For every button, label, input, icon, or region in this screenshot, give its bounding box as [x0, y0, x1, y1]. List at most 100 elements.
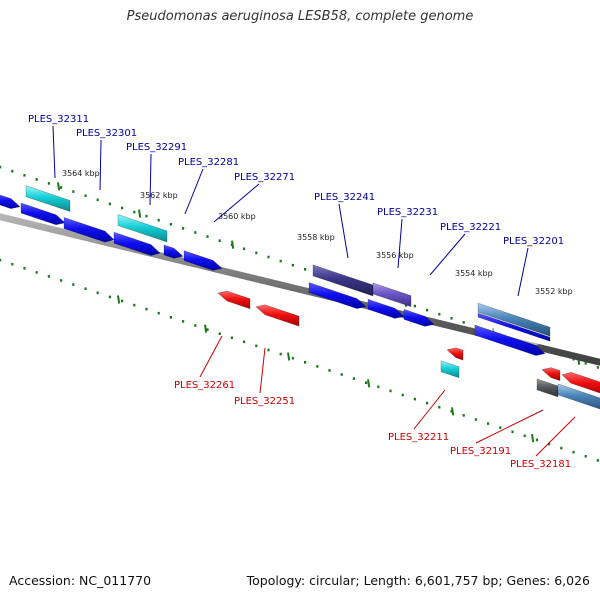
tick-label-3554: 3554 kbp — [455, 269, 493, 278]
forward-gene-5-bevel — [184, 248, 218, 261]
outer-minor-tick — [267, 255, 270, 259]
outer-minor-tick — [291, 263, 294, 267]
forward-gene-1 — [20, 202, 66, 226]
reverse-gene-label: PLES_32181 — [510, 459, 571, 470]
reverse-leader-line — [413, 389, 446, 430]
inner-major-tick — [367, 379, 371, 388]
forward-gene-label: PLES_32281 — [178, 157, 239, 168]
forward-leader-line — [429, 233, 466, 276]
inner-minor-tick — [121, 299, 124, 303]
inner-minor-tick — [304, 361, 307, 364]
forward-leader-line — [213, 183, 260, 223]
inner-major-tick — [204, 324, 208, 333]
reverse-leader-line — [259, 347, 266, 394]
forward-gene-0 — [0, 194, 21, 209]
reverse-gene-32261-bevel — [227, 288, 255, 299]
reverse-leader-line — [475, 409, 544, 444]
inner-minor-tick — [438, 405, 441, 409]
inner-minor-tick — [84, 287, 87, 290]
reverse-gene-32251-bevel — [265, 302, 304, 317]
reverse-gene-label: PLES_32211 — [388, 432, 449, 443]
inner-major-tick — [451, 407, 455, 416]
outer-minor-tick — [426, 308, 429, 312]
reverse-gene-label: PLES_32261 — [174, 380, 235, 391]
inner-minor-tick — [401, 393, 404, 397]
forward-gene-7-bevel — [368, 296, 400, 309]
forward-gene-label: PLES_32301 — [76, 128, 137, 139]
outer-minor-tick — [96, 198, 99, 202]
outer-minor-tick — [279, 259, 282, 263]
inner-minor-tick — [487, 422, 490, 425]
genome-summary-text: Topology: circular; Length: 6,601,757 bp… — [246, 573, 590, 588]
outer-minor-tick — [60, 186, 63, 189]
gray-gene-32191 — [536, 378, 559, 398]
forward-gene-label: PLES_32271 — [234, 172, 295, 183]
forward-leader-line — [184, 168, 204, 215]
gene-label-layer: PLES_32311PLES_32301PLES_32291PLES_32281… — [28, 114, 576, 470]
inner-minor-tick — [279, 352, 282, 356]
forward-gene-4-bevel — [164, 242, 179, 249]
inner-minor-tick — [340, 373, 343, 376]
outer-minor-tick — [206, 235, 209, 238]
reverse-gene-32251 — [255, 304, 300, 327]
inner-major-tick — [117, 295, 121, 304]
steel-gene-32201 — [477, 302, 551, 337]
outer-minor-tick — [596, 366, 599, 369]
forward-gene-2 — [63, 217, 115, 243]
inner-minor-tick — [560, 446, 563, 450]
reverse-gene-32191 — [541, 367, 561, 382]
inner-minor-tick — [474, 418, 477, 421]
reverse-leader-line — [535, 416, 576, 457]
inner-minor-tick — [157, 311, 160, 315]
cyan-gene-32291 — [117, 214, 168, 243]
inner-minor-tick — [218, 332, 221, 335]
inner-minor-tick — [255, 344, 258, 348]
reverse-leader-line — [199, 335, 223, 378]
outer-minor-tick — [438, 312, 441, 316]
forward-gene-9 — [474, 324, 546, 356]
accession-text: Accession: NC_011770 — [9, 573, 152, 588]
inner-minor-tick — [523, 434, 526, 438]
inner-minor-tick — [572, 450, 575, 454]
outer-minor-tick — [35, 178, 38, 181]
tick-label-3556: 3556 kbp — [376, 251, 414, 260]
forward-gene-7 — [367, 298, 405, 319]
outer-minor-tick — [121, 206, 124, 210]
forward-gene-label: PLES_32221 — [440, 222, 501, 233]
forward-leader-line — [52, 125, 56, 179]
outer-minor-tick — [0, 165, 2, 169]
inner-minor-tick — [462, 414, 465, 417]
outer-minor-tick — [584, 362, 587, 365]
forward-gene-5 — [183, 250, 223, 271]
inner-minor-tick — [291, 356, 294, 360]
inner-minor-tick — [108, 295, 111, 299]
forward-gene-label: PLES_32241 — [314, 192, 375, 203]
inner-minor-tick — [182, 320, 185, 323]
reverse-gene-32181-bevel — [571, 369, 600, 383]
outer-major-tick — [138, 209, 142, 218]
forward-gene-8-bevel — [404, 307, 430, 317]
inner-major-tick — [287, 352, 291, 361]
forward-gene-6-bevel — [309, 280, 362, 299]
inner-minor-tick — [206, 328, 209, 331]
inner-minor-tick — [47, 275, 50, 278]
outer-minor-tick — [450, 317, 453, 320]
gene-track — [0, 185, 600, 410]
forward-leader-line — [149, 153, 152, 206]
inner-minor-tick — [548, 442, 551, 446]
outer-minor-tick — [304, 268, 307, 271]
forward-gene-3-bevel — [114, 229, 156, 245]
inner-minor-tick — [352, 377, 355, 380]
outer-minor-tick — [133, 210, 136, 214]
outer-minor-tick — [84, 194, 87, 197]
inner-minor-tick — [426, 401, 429, 405]
inner-minor-tick — [169, 316, 172, 319]
outer-major-tick — [231, 240, 235, 249]
cyan-gene-32311 — [25, 185, 71, 212]
inner-minor-tick — [535, 438, 538, 442]
inner-minor-tick — [584, 455, 587, 458]
inner-minor-tick — [194, 324, 197, 327]
outer-minor-tick — [23, 174, 26, 177]
